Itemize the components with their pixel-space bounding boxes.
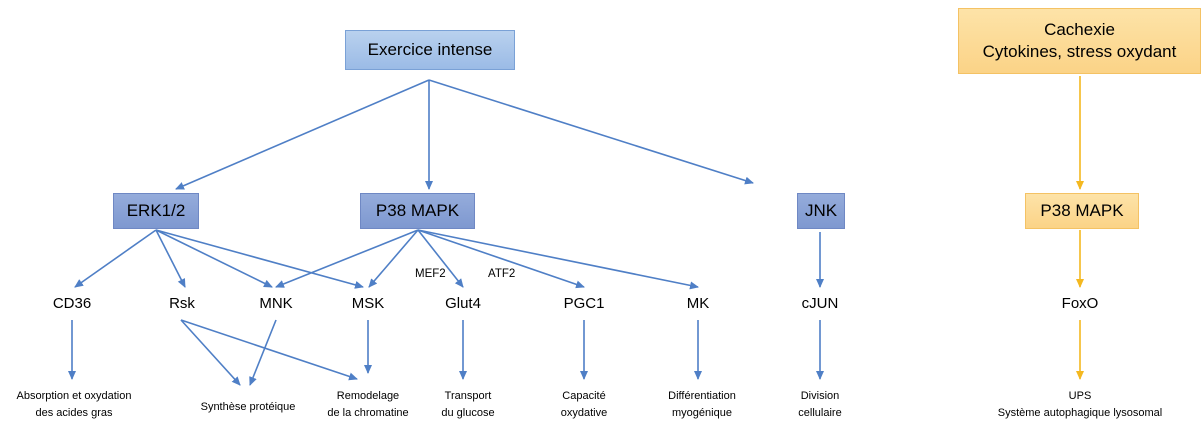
- node-mk: MK: [686, 295, 710, 312]
- node-mnk: MNK: [259, 295, 293, 312]
- arrow-erk-msk: [155, 229, 364, 289]
- node-foxo: FoxO: [1061, 295, 1099, 312]
- cachexia-subtitle: Cytokines, stress oxydant: [982, 42, 1177, 61]
- outcome-glucose: Transport du glucose: [441, 388, 494, 422]
- arrow-erk-rsk: [155, 229, 186, 288]
- arrow-mnk-protein: [249, 319, 277, 386]
- jnk-box: JNK: [797, 193, 845, 229]
- p38-label: P38 MAPK: [375, 201, 460, 220]
- node-pgc1: PGC1: [563, 295, 605, 312]
- outcome-division-line2: cellulaire: [798, 407, 842, 419]
- outcome-division-line1: Division: [800, 390, 840, 402]
- cachexia-box: Cachexie Cytokines, stress oxydant: [958, 8, 1201, 74]
- outcome-glucose-line2: du glucose: [441, 407, 495, 419]
- node-glut4: Glut4: [445, 295, 481, 312]
- node-rsk: Rsk: [169, 295, 195, 312]
- arrow-exercise-erk: [175, 79, 430, 190]
- outcome-myogenic: Différentiation myogénique: [668, 388, 736, 422]
- outcome-oxidative-line2: oxydative: [560, 407, 608, 419]
- arrow-p38-mnk: [275, 229, 419, 288]
- cachexia-p38-box: P38 MAPK: [1025, 193, 1139, 229]
- cachexia-p38-label: P38 MAPK: [1040, 201, 1124, 220]
- arrow-erk-mnk: [155, 229, 273, 288]
- erk-box: ERK1/2: [113, 193, 199, 229]
- arrow-rsk-protein: [180, 319, 241, 386]
- exercise-label: Exercice intense: [367, 40, 493, 59]
- outcome-oxidative: Capacité oxydative: [561, 388, 607, 422]
- outcome-myogenic-line2: myogénique: [672, 407, 732, 419]
- outcome-ups-line1: UPS: [1068, 390, 1092, 402]
- outcome-glucose-line1: Transport: [444, 390, 492, 402]
- outcome-chromatin-line2: de la chromatine: [327, 407, 409, 419]
- exercise-box: Exercice intense: [345, 30, 515, 70]
- outcome-protein-synthesis: Synthèse protéique: [201, 399, 296, 416]
- arrow-p38-pgc1: [417, 229, 585, 289]
- jnk-label: JNK: [804, 201, 838, 220]
- outcome-fatty-acid: Absorption et oxydation des acides gras: [17, 388, 132, 422]
- arrow-p38-mk: [417, 229, 699, 290]
- arrow-exercise-jnk: [428, 79, 754, 185]
- cachexia-title: Cachexie: [1044, 20, 1115, 39]
- p38-box: P38 MAPK: [360, 193, 475, 229]
- arrow-erk-cd36: [74, 229, 157, 288]
- outcome-ups: UPS Système autophagique lysosomal: [998, 388, 1162, 422]
- node-cd36: CD36: [52, 295, 92, 312]
- arrow-p38-glut4: [417, 229, 464, 288]
- erk-label: ERK1/2: [126, 201, 186, 220]
- outcome-myogenic-line1: Différentiation: [668, 390, 736, 402]
- outcome-chromatin: Remodelage de la chromatine: [327, 388, 408, 422]
- outcome-division: Division cellulaire: [798, 388, 841, 422]
- outcome-protein-synthesis-line: Synthèse protéique: [200, 401, 296, 413]
- outcome-chromatin-line1: Remodelage: [336, 390, 400, 402]
- label-mef2: MEF2: [415, 268, 446, 280]
- arrow-p38-msk: [368, 229, 419, 288]
- node-cjun: cJUN: [801, 295, 839, 312]
- outcome-ups-line2: Système autophagique lysosomal: [997, 407, 1163, 419]
- label-atf2: ATF2: [488, 268, 516, 280]
- outcome-oxidative-line1: Capacité: [562, 390, 606, 402]
- node-msk: MSK: [351, 295, 385, 312]
- arrow-rsk-chromatin: [180, 319, 358, 381]
- outcome-fatty-acid-line1: Absorption et oxydation: [16, 390, 132, 402]
- outcome-fatty-acid-line2: des acides gras: [35, 407, 113, 419]
